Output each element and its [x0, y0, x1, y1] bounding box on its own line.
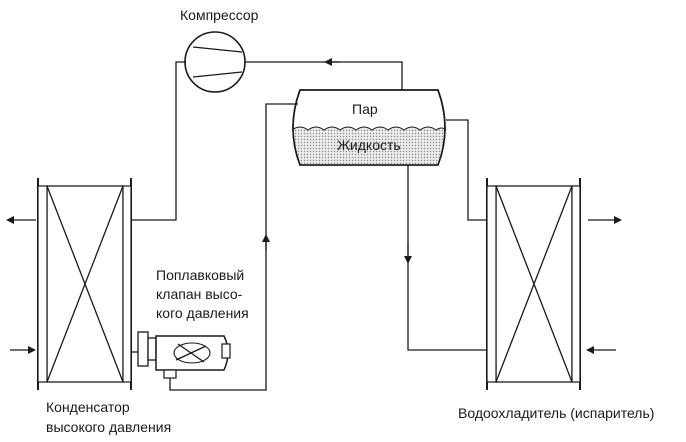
vapor-label: Пар [352, 101, 378, 117]
discharge-line [131, 61, 186, 221]
compressor [184, 31, 246, 93]
receiver-tank [291, 89, 447, 166]
compressor-label: Компрессор [180, 7, 259, 23]
chiller-return-line [446, 119, 487, 221]
valve-outlet-line [169, 103, 298, 391]
liquid-line [407, 165, 487, 351]
float-valve-label-line1: Поплавковый [156, 267, 245, 283]
float-valve-label-line3: кого давления [156, 305, 249, 321]
float-valve-label-line2: клапан высо- [156, 286, 243, 302]
condenser-unit [37, 178, 132, 390]
condenser-label-line2: высокого давления [46, 419, 172, 435]
condenser-label-line1: Конденсатор [46, 399, 130, 415]
chiller-label: Водоохладитель (испаритель) [458, 405, 655, 421]
suction-line [244, 61, 403, 90]
chiller-unit [486, 178, 581, 390]
liquid-label: Жидкость [337, 137, 401, 153]
float-valve [137, 331, 231, 379]
